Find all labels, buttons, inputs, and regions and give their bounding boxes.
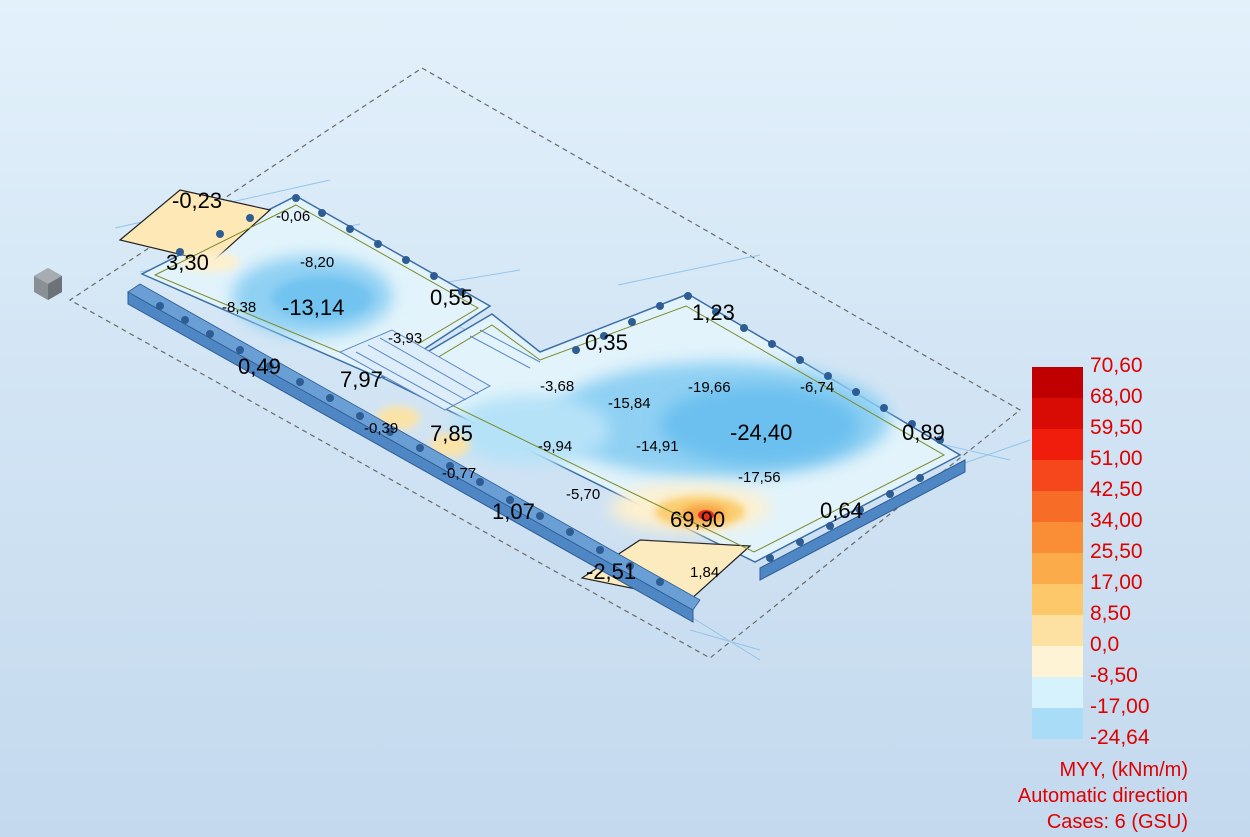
value-label: -0,39 — [364, 420, 398, 437]
legend-value: 17,00 — [1090, 571, 1143, 594]
pile-markers — [156, 194, 944, 586]
legend-value: 51,00 — [1090, 447, 1143, 470]
value-label: -24,40 — [730, 420, 792, 445]
value-label: -3,93 — [388, 330, 422, 347]
value-label: -3,68 — [540, 378, 574, 395]
legend-swatch — [1032, 553, 1083, 584]
legend-value: 70,60 — [1090, 354, 1143, 377]
value-label: 7,97 — [340, 367, 383, 392]
value-label: -8,38 — [222, 299, 256, 316]
value-label: -17,56 — [738, 469, 781, 486]
contour-map — [180, 252, 890, 532]
legend-direction: Automatic direction — [1017, 785, 1188, 807]
legend-value: -17,00 — [1090, 695, 1150, 718]
legend-value: 0,0 — [1090, 633, 1120, 656]
legend-value: 42,50 — [1090, 478, 1143, 501]
legend-swatch — [1032, 708, 1083, 739]
value-label: 1,84 — [690, 564, 719, 581]
value-label: -0,77 — [442, 465, 476, 482]
value-label: 7,85 — [430, 421, 473, 446]
legend-swatch — [1032, 398, 1083, 429]
value-label: 0,55 — [430, 285, 473, 310]
value-label: 0,35 — [585, 330, 628, 355]
value-label: -6,74 — [800, 379, 834, 396]
result-labels: -0,23 -0,06 3,30 -8,20 -8,38 -13,14 0,55… — [166, 188, 945, 584]
value-label: 0,89 — [902, 420, 945, 445]
bounding-box-dashed — [68, 67, 1022, 659]
value-label: -0,23 — [172, 188, 222, 213]
legend-swatch — [1032, 677, 1083, 708]
value-label: 0,64 — [820, 498, 863, 523]
legend-value: 68,00 — [1090, 385, 1143, 408]
value-label: -19,66 — [688, 379, 731, 396]
legend-quantity: MYY, (kNm/m) — [1059, 759, 1188, 781]
legend-value: 25,50 — [1090, 540, 1143, 563]
legend-swatch — [1032, 584, 1083, 615]
value-label: -8,20 — [300, 254, 334, 271]
legend-swatch — [1032, 522, 1083, 553]
value-label: -15,84 — [608, 395, 651, 412]
value-label: -0,06 — [276, 208, 310, 225]
value-label: -5,70 — [566, 486, 600, 503]
legend-swatch — [1032, 615, 1083, 646]
value-label: -2,51 — [586, 559, 636, 584]
stair-block — [338, 329, 541, 411]
value-label: 3,30 — [166, 250, 209, 275]
value-label: 0,49 — [238, 354, 281, 379]
legend-swatch — [1032, 367, 1083, 398]
value-label: 1,07 — [492, 499, 535, 524]
legend-value: 8,50 — [1090, 602, 1131, 625]
legend-swatch — [1032, 460, 1083, 491]
legend-value: -24,64 — [1090, 726, 1150, 749]
legend-value: -8,50 — [1090, 664, 1138, 687]
value-label: 69,90 — [670, 507, 725, 532]
legend-cases: Cases: 6 (GSU) — [1046, 811, 1188, 833]
value-label: -9,94 — [538, 438, 572, 455]
value-label: 1,23 — [692, 300, 735, 325]
legend-caption: MYY, (kNm/m) Automatic direction Cases: … — [1018, 757, 1188, 835]
value-label: -13,14 — [282, 295, 344, 320]
cube-icon[interactable] — [34, 268, 62, 300]
legend-swatch — [1032, 491, 1083, 522]
legend-swatch — [1032, 646, 1083, 677]
legend-swatch — [1032, 429, 1083, 460]
legend-value: 34,00 — [1090, 509, 1143, 532]
value-label: -14,91 — [636, 438, 679, 455]
legend-value: 59,50 — [1090, 416, 1143, 439]
